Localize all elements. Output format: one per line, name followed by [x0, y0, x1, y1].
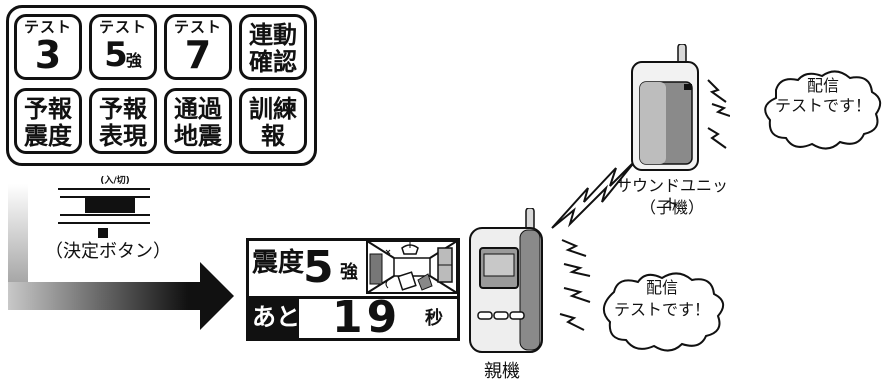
- bubble-parent-line2: テストです！: [613, 300, 710, 319]
- intensity-value: 5: [303, 242, 334, 293]
- key-test-5-strong[interactable]: テスト 5強: [89, 14, 157, 80]
- flow-arrow-vertical: [8, 184, 28, 296]
- key-label-line2: 震度: [24, 122, 72, 150]
- key-label-line1: 通過: [174, 95, 222, 123]
- sound-wave-icon: [707, 79, 727, 103]
- sound-wave-icon: [711, 103, 730, 117]
- button-guide-line-bottom: [58, 222, 150, 224]
- sound-unit-icon: [631, 44, 699, 171]
- key-label-main: 3: [34, 33, 62, 77]
- sound-wave-icon: [707, 127, 727, 149]
- key-label-top: テスト: [98, 18, 147, 36]
- bubble-child-line1: 配信: [806, 76, 839, 95]
- flow-arrow-head: [200, 262, 234, 330]
- key-label-main: 7: [184, 33, 212, 77]
- child-device-label: サウンドユニット: [615, 176, 728, 214]
- key-label-line2: 地震: [174, 122, 222, 150]
- sound-wave-icon: [559, 313, 585, 331]
- decision-button-label: （決定ボタン）: [45, 241, 171, 262]
- shaking-room-icon: [366, 240, 458, 294]
- key-label-line1: 訓練: [249, 95, 297, 123]
- key-label-suffix: 強: [125, 51, 142, 70]
- sound-wave-icon: [561, 239, 587, 257]
- display-divider: [246, 296, 460, 299]
- key-label-top: テスト: [23, 18, 72, 36]
- key-training-report[interactable]: 訓練 報: [239, 88, 307, 154]
- key-label-line2: 表現: [99, 122, 147, 150]
- key-label-line2: 報: [261, 122, 285, 150]
- key-forecast-expression[interactable]: 予報 表現: [89, 88, 157, 154]
- speech-bubble-parent: [603, 272, 725, 352]
- key-test-3[interactable]: テスト 3: [14, 14, 82, 80]
- key-label-top: テスト: [173, 18, 222, 36]
- remaining-label-background: [249, 299, 299, 338]
- key-label-line1: 予報: [99, 95, 147, 123]
- touch-panel: テスト 3 テスト 5強 テスト 7 連動 確認 予報 震度 予報 表現 通過 …: [6, 5, 317, 166]
- parent-device-label: 親機: [484, 361, 520, 382]
- key-label-line1: 連動: [249, 21, 297, 49]
- flow-arrow-horizontal: [8, 282, 208, 310]
- key-forecast-intensity[interactable]: 予報 震度: [14, 88, 82, 154]
- child-device-sublabel: （子機）: [639, 198, 704, 217]
- key-test-7[interactable]: テスト 7: [164, 14, 232, 80]
- sound-wave-icon: [563, 287, 591, 303]
- power-caption: (入/切): [100, 176, 130, 186]
- button-guide-line-top: [58, 188, 150, 190]
- sound-wave-icon: [563, 263, 591, 277]
- decision-button[interactable]: [85, 197, 135, 213]
- intensity-suffix: 強: [340, 262, 358, 283]
- key-label-number: 5: [104, 35, 128, 75]
- remaining-label: あと: [252, 303, 300, 331]
- indicator-dot: [98, 228, 108, 238]
- key-passing-earthquake[interactable]: 通過 地震: [164, 88, 232, 154]
- intensity-label: 震度: [252, 248, 305, 278]
- parent-device-icon: [469, 208, 543, 353]
- key-link-check[interactable]: 連動 確認: [239, 14, 307, 80]
- speech-bubble-child: [764, 70, 882, 150]
- bubble-parent-line1: 配信: [645, 278, 678, 297]
- key-label-line2: 確認: [249, 48, 297, 76]
- key-label-line1: 予報: [24, 95, 72, 123]
- key-label-main: 5強: [92, 34, 154, 77]
- bubble-child-line2: テストです！: [774, 96, 871, 115]
- seconds-unit: 秒: [425, 308, 443, 329]
- countdown-seconds: 19: [332, 292, 402, 343]
